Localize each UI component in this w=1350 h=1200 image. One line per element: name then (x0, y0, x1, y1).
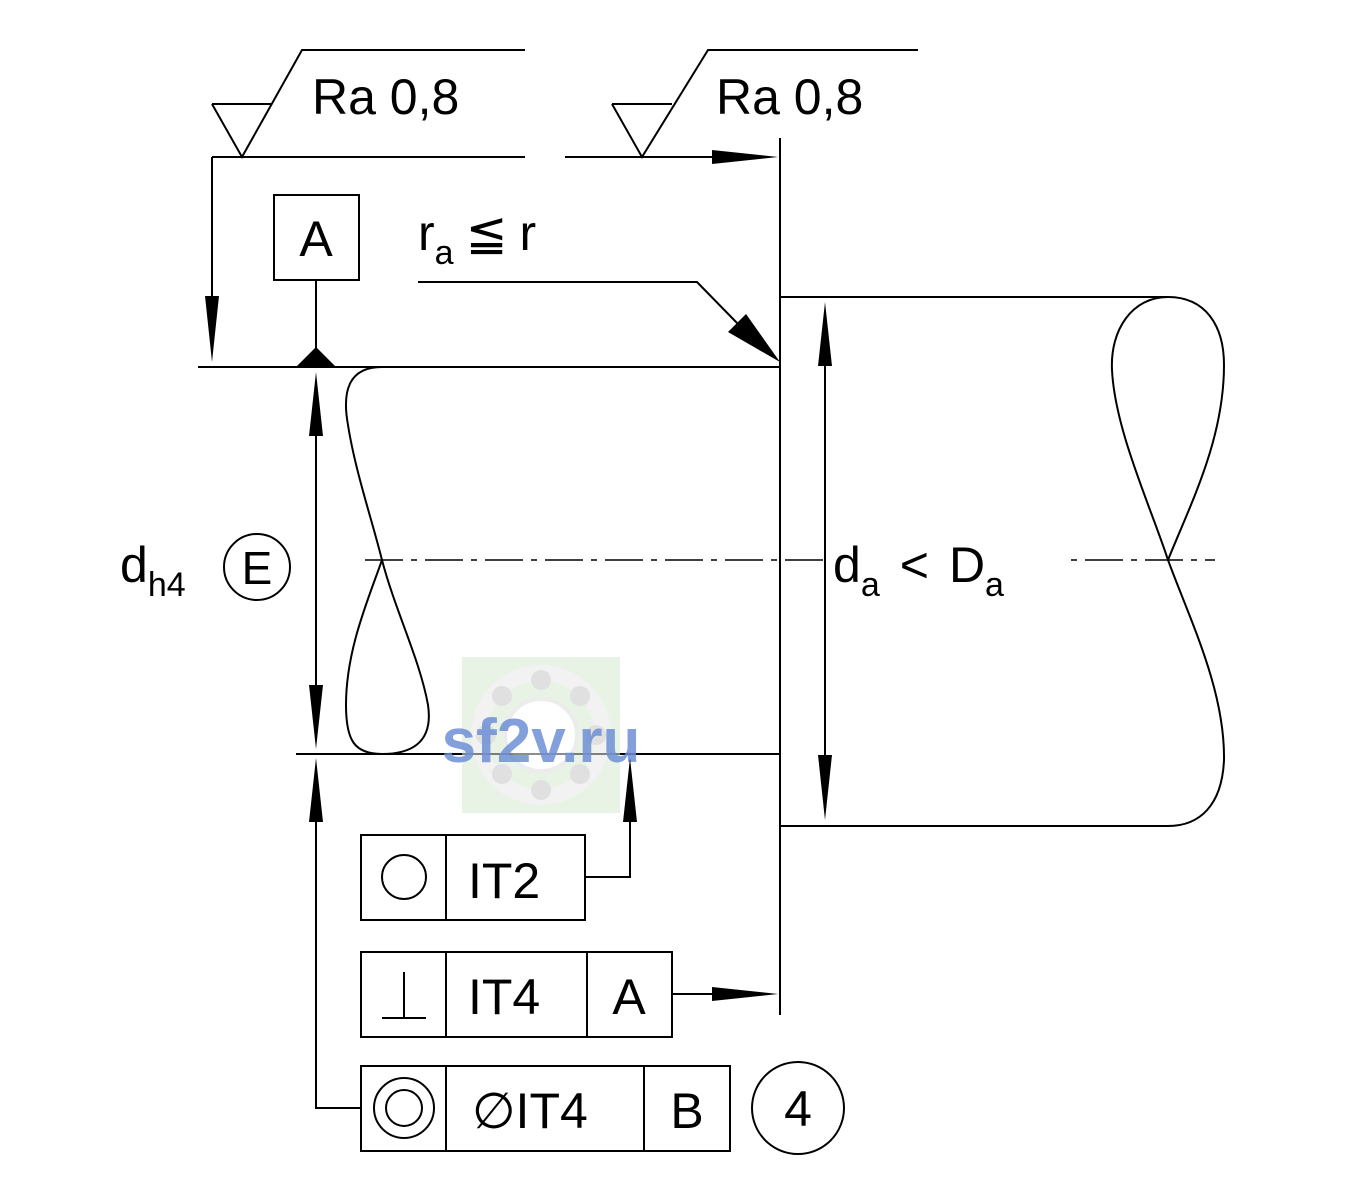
arrow-head (309, 758, 323, 822)
roughness-label-shoulder: Ra 0,8 (716, 69, 863, 125)
dim-d: d (120, 537, 148, 593)
arrow-head (205, 296, 219, 362)
dim-d-sub: h4 (148, 566, 186, 604)
frame-2-datum: A (612, 969, 646, 1025)
frame-1-tolerance: IT2 (468, 853, 540, 909)
frame-perpendicularity: IT4 A (360, 951, 778, 1038)
fillet-r: r (418, 205, 435, 261)
svg-text:dh4: dh4 (120, 537, 186, 604)
dim-Da: D (949, 537, 985, 593)
watermark (462, 657, 620, 813)
perpendicularity-icon (382, 972, 426, 1019)
arrow-head (712, 150, 778, 164)
dim-op: < (900, 537, 929, 593)
note-circle (751, 1061, 845, 1155)
svg-text:ra≦r: ra≦r (418, 205, 536, 272)
bearing-balls-icon (476, 670, 606, 800)
circularity-icon (381, 854, 427, 900)
svg-text:da<Da: da<Da (833, 537, 1004, 604)
dim-da-sub: a (861, 566, 880, 604)
fillet-radius-note: ra≦r (418, 205, 780, 362)
arrow-head (818, 755, 832, 820)
dim-Da-sub: a (985, 566, 1004, 604)
fillet-op: ≦ (466, 205, 508, 261)
datum-a-label: A (299, 211, 333, 267)
arrow-head (309, 372, 323, 436)
roughness-label-shaft: Ra 0,8 (312, 69, 459, 125)
arrow-head (818, 302, 832, 366)
frame-3-datum: B (670, 1083, 703, 1139)
watermark-text: sf2v.ru (442, 707, 641, 776)
fillet-rhs: r (519, 205, 536, 261)
datum-triangle (296, 347, 336, 367)
datum-a-marker: A (273, 194, 360, 367)
arrow-head (309, 685, 323, 749)
arrow-head (728, 314, 780, 362)
frame-circularity: IT2 (360, 758, 637, 921)
envelope-label: E (242, 542, 273, 594)
shaft-diameter-dimension: dh4 E (120, 372, 323, 749)
envelope-circle (223, 533, 291, 601)
dim-da: d (833, 537, 861, 593)
frame-concentricity: ∅IT4 B 4 (309, 758, 845, 1155)
note-number: 4 (784, 1081, 812, 1137)
roughness-symbol-shaft: Ra 0,8 (211, 49, 525, 160)
arrow-head (712, 987, 778, 1001)
frame-2-tolerance: IT4 (468, 969, 540, 1025)
roughness-leaders (205, 150, 778, 362)
roughness-symbol-shoulder: Ra 0,8 (611, 49, 918, 159)
shoulder-diameter-dimension: da<Da (818, 302, 1065, 820)
frame-3-tolerance: ∅IT4 (472, 1083, 588, 1139)
concentricity-icon (373, 1077, 435, 1139)
fillet-r-sub: a (435, 234, 454, 272)
arrow-head (623, 758, 637, 822)
